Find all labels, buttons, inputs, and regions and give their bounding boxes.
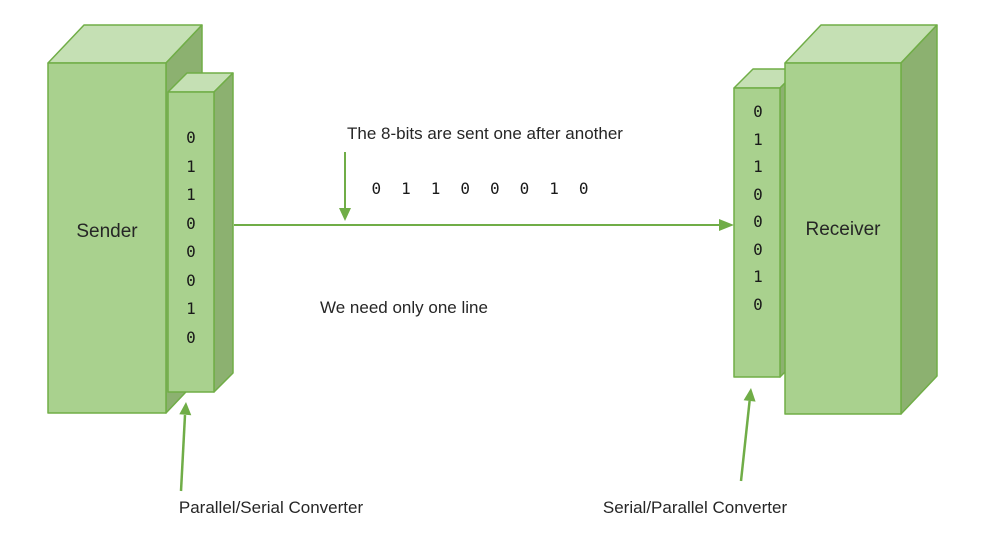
sender-converter-label: Parallel/Serial Converter xyxy=(178,498,364,517)
receiver-bit: 0 xyxy=(753,239,763,259)
receiver-bit: 0 xyxy=(753,212,763,231)
receiver-converter-pointer-line xyxy=(739,400,751,482)
transmission-line-arrow xyxy=(234,219,734,231)
sender-converter-side-face xyxy=(213,72,234,393)
serial-note-pointer-arrow xyxy=(339,152,351,221)
serial-note-arrowhead-icon xyxy=(339,208,351,221)
receiver-bit: 1 xyxy=(753,157,763,176)
serial-bit: 1 xyxy=(401,179,411,198)
transmission-arrowhead-icon xyxy=(719,219,734,231)
sender-bit: 0 xyxy=(186,213,196,233)
sender-bit: 0 xyxy=(186,242,196,261)
serial-bit: 0 xyxy=(460,179,470,198)
serial-bit: 0 xyxy=(490,179,500,198)
receiver-bit: 1 xyxy=(753,129,763,149)
receiver-bits-column: 0 1 1 0 0 0 1 0 xyxy=(743,98,773,318)
sender-converter-pointer-line xyxy=(179,414,187,492)
sender-bit: 0 xyxy=(186,327,196,347)
serial-bit: 1 xyxy=(430,179,441,198)
receiver-bit: 1 xyxy=(753,267,763,286)
receiver-box-side-face xyxy=(900,24,938,415)
serial-bits-row: 0 1 1 0 0 0 1 0 xyxy=(330,179,630,198)
sender-converter-pointer-arrow xyxy=(179,402,192,492)
serial-note-text: The 8-bits are sent one after another xyxy=(347,124,623,143)
serial-bit: 1 xyxy=(549,179,559,198)
sender-bits-column: 0 1 1 0 0 0 1 0 xyxy=(176,124,206,352)
sender-converter-arrowhead-icon xyxy=(179,402,192,416)
sender-bit: 0 xyxy=(186,128,196,147)
line-note-text: We need only one line xyxy=(320,298,488,317)
sender-bit: 1 xyxy=(186,185,196,204)
receiver-bit: 0 xyxy=(753,184,763,204)
sender-box-front-face xyxy=(47,62,167,414)
sender-converter-bar xyxy=(167,72,234,393)
receiver-bit: 0 xyxy=(753,102,763,121)
sender-bit: 0 xyxy=(186,270,196,290)
serial-bit: 0 xyxy=(519,179,530,198)
serial-bit: 0 xyxy=(578,179,589,198)
serial-bit: 0 xyxy=(371,179,382,198)
receiver-converter-label: Serial/Parallel Converter xyxy=(602,498,788,517)
sender-converter-front-face xyxy=(167,91,215,393)
receiver-label: Receiver xyxy=(805,219,881,240)
receiver-box xyxy=(784,24,938,415)
sender-bit: 1 xyxy=(186,299,196,318)
sender-bit: 1 xyxy=(186,156,196,176)
receiver-bit: 0 xyxy=(753,294,763,314)
receiver-box-front-face xyxy=(784,62,902,415)
sender-label: Sender xyxy=(76,221,138,242)
receiver-converter-pointer-arrow xyxy=(739,388,756,482)
receiver-converter-front-face xyxy=(733,87,781,378)
receiver-converter-arrowhead-icon xyxy=(743,388,756,402)
